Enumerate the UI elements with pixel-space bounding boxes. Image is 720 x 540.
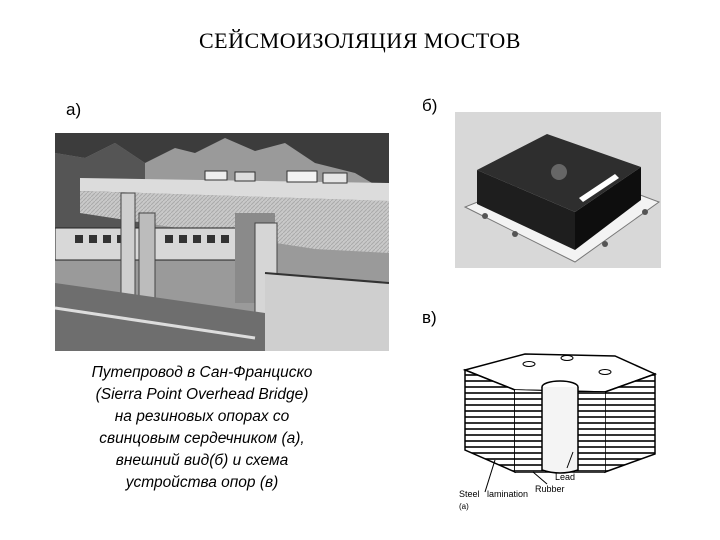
caption-line: внешний вид(б) и схема (115, 452, 289, 469)
steel-label: Steel (459, 489, 480, 499)
caption-line: Путепровод в Сан-Франциско (91, 364, 313, 381)
lead-label: Lead (555, 472, 575, 482)
caption-line: на резиновых опорах со (114, 408, 290, 425)
label-b: б) (422, 96, 438, 115)
rubber-label: Rubber (535, 484, 565, 494)
bridge-photo (55, 133, 389, 351)
bearing-photo (455, 112, 661, 268)
caption-line: свинцовым сердечником (а), (99, 430, 305, 447)
bearing-diagram: Lead Rubber Steel lamination (a) (455, 342, 670, 512)
label-c: в) (422, 308, 437, 327)
caption: Путепровод в Сан-Франциско (Sierra Point… (52, 362, 352, 494)
diagram-a-label: (a) (459, 502, 469, 511)
caption-line: (Sierra Point Overhead Bridge) (95, 386, 309, 403)
slide-title: СЕЙСМОИЗОЛЯЦИЯ МОСТОВ (199, 28, 521, 53)
caption-line: устройства опор (в) (125, 474, 279, 491)
label-a: а) (66, 100, 82, 119)
lamination-label: lamination (487, 489, 528, 499)
